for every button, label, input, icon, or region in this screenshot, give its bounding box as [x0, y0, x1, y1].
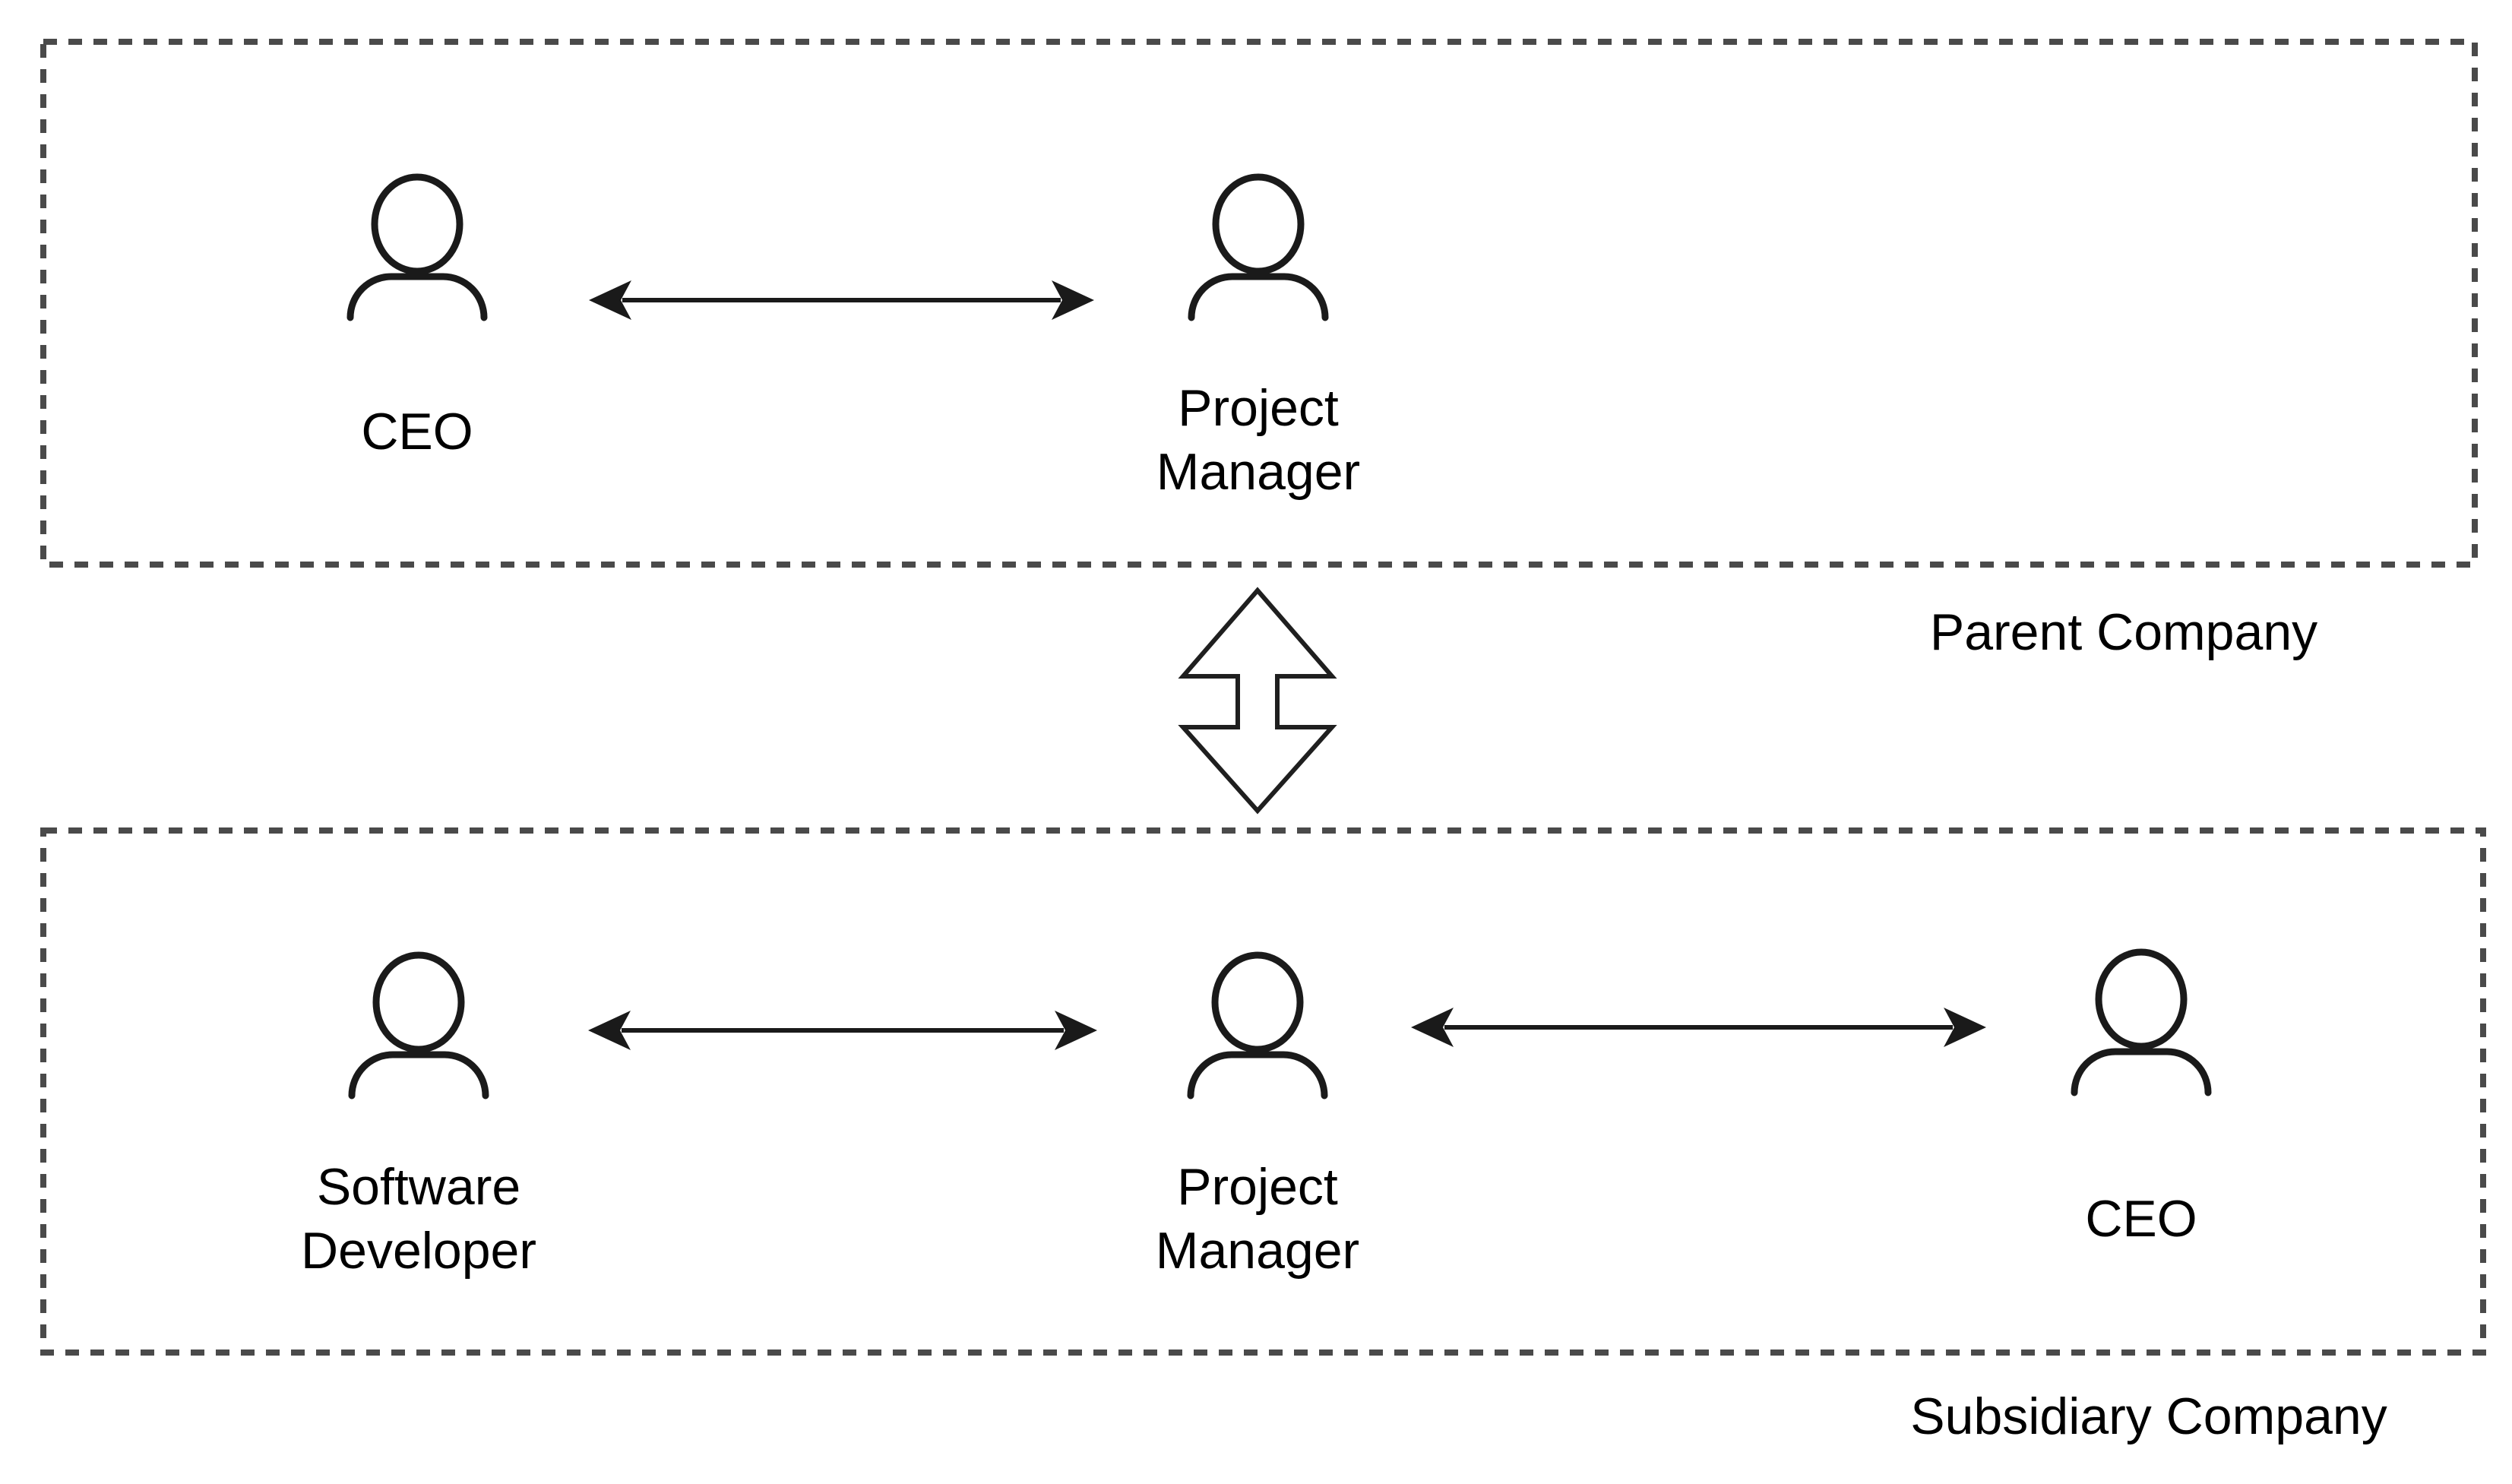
label-subsidiary-company: Subsidiary Company [1910, 1387, 2387, 1445]
label-parent-project-manager: Project Manager [1156, 379, 1361, 501]
parent-company-box [40, 39, 2478, 568]
arrow-parent-ceo-pm [589, 280, 1094, 320]
label-parent-company: Parent Company [1929, 603, 2318, 661]
label-parent-ceo: CEO [361, 403, 473, 460]
label-subsidiary-project-manager: Project Manager [1155, 1158, 1360, 1280]
person-icon [1191, 177, 1325, 318]
label-subsidiary-software-developer: Software Developer [301, 1158, 536, 1280]
arrow-sub-dev-pm [588, 1011, 1097, 1050]
label-subsidiary-ceo: CEO [2085, 1190, 2197, 1248]
arrow-sub-pm-ceo [1411, 1008, 1986, 1047]
person-icon [350, 177, 484, 318]
person-icon [1191, 955, 1324, 1096]
person-icon [2074, 952, 2208, 1093]
vertical-double-arrow [1178, 587, 1337, 815]
person-icon [352, 955, 486, 1096]
